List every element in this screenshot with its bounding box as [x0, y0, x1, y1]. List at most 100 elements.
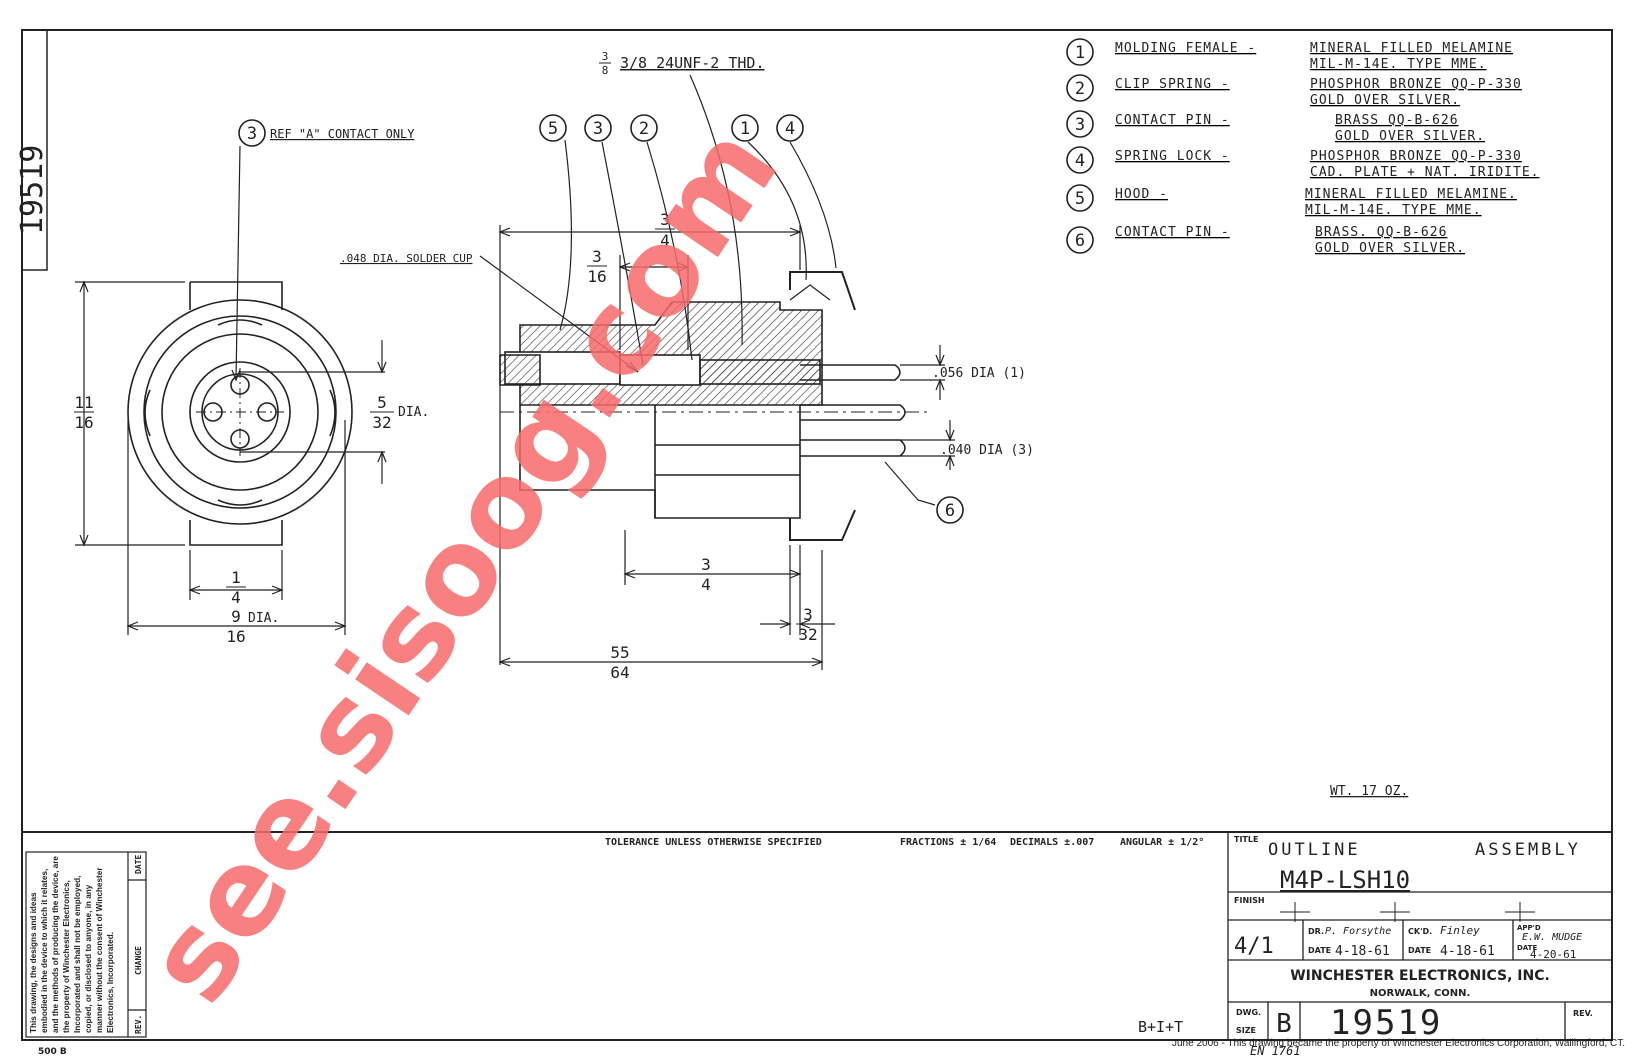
part-1-material: MINERAL FILLED MELAMINE	[1310, 41, 1513, 56]
part-4-material: PHOSPHOR BRONZE QQ-P-330	[1310, 149, 1522, 164]
tolerance-fractions: FRACTIONS ± 1/64	[900, 837, 996, 848]
balloon-6: 6	[945, 501, 955, 521]
part-2-name: CLIP SPRING -	[1115, 77, 1230, 92]
tolerance-decimals: DECIMALS ±.007	[1010, 837, 1094, 848]
rev-label-title: REV.	[1573, 1009, 1593, 1018]
tolerance-label: TOLERANCE UNLESS OTHERWISE SPECIFIED	[605, 837, 822, 848]
part-3-material: BRASS QQ-B-626	[1335, 113, 1459, 128]
revision-block	[25, 851, 147, 1038]
frac-9-16-den: 16	[226, 627, 245, 646]
part-4-spec: CAD. PLATE + NAT. IRIDITE.	[1310, 165, 1540, 180]
part-number: M4P-LSH10	[1280, 866, 1410, 894]
part-5-name: HOOD -	[1115, 187, 1168, 202]
part-1-spec: MIL-M-14E. TYPE MME.	[1310, 57, 1487, 72]
proprietary-notice: This drawing, the designs and ideas embo…	[29, 856, 115, 1033]
tolerance-angular: ANGULAR ± 1/2°	[1120, 837, 1204, 848]
size-label: SIZE	[1236, 1026, 1256, 1035]
frac-3-16-num: 3	[592, 247, 602, 266]
part-6-spec: GOLD OVER SILVER.	[1315, 241, 1465, 256]
balloon-labels: 3 5 3 2 1 4 6 1 2 3 4 5 6	[247, 43, 1085, 521]
title-line2: ASSEMBLY	[1475, 840, 1581, 860]
ckd-date: 4-18-61	[1440, 944, 1495, 959]
dia-040-callout: .040 DIA (3)	[940, 443, 1034, 458]
app-date-label: DATE	[1517, 944, 1537, 952]
ckd-name: Finley	[1440, 924, 1480, 937]
rev-change-label: CHANGE	[134, 946, 143, 975]
frac-3-8-num: 3	[602, 50, 609, 63]
frac-3-16-den: 16	[587, 267, 606, 286]
app-label: APP'D	[1517, 924, 1541, 932]
balloon-4: 4	[785, 119, 795, 139]
company-location: NORWALK, CONN.	[1370, 988, 1471, 999]
parts-list: MOLDING FEMALE - MINERAL FILLED MELAMINE…	[1115, 41, 1540, 256]
rev-rev-label: REV.	[134, 1015, 143, 1034]
revision-labels: DATE CHANGE REV.	[134, 855, 143, 1034]
balloon-2: 2	[639, 119, 649, 139]
parts-balloon-5: 5	[1075, 189, 1085, 209]
size-value: B	[1276, 1009, 1292, 1039]
part-5-spec: MIL-M-14E. TYPE MME.	[1305, 203, 1482, 218]
frac-3-4-bot-den: 4	[701, 575, 711, 594]
dia-9-16-suffix: DIA.	[248, 611, 279, 626]
balloon-3: 3	[593, 119, 603, 139]
balloons	[238, 38, 1094, 524]
dr-date: 4-18-61	[1335, 944, 1390, 959]
thread-callout: 3/8 24UNF-2 THD.	[620, 54, 765, 72]
tolerance-strip: TOLERANCE UNLESS OTHERWISE SPECIFIED FRA…	[605, 837, 1204, 848]
title-block-text: TITLE OUTLINE ASSEMBLY M4P-LSH10 FINISH …	[1138, 835, 1593, 1056]
frac-55-64-num: 55	[610, 643, 629, 662]
part-2-material: PHOSPHOR BRONZE QQ-P-330	[1310, 77, 1522, 92]
frac-3-32-den: 32	[798, 625, 817, 644]
dimension-fractions: 11 16 5 32 1 4 9 16 3 4 3 16 3 4 3 32 55…	[74, 50, 820, 682]
weight-note: WT. 17 OZ.	[1330, 784, 1408, 799]
rev-date-label: DATE	[134, 855, 143, 874]
parts-balloon-6: 6	[1075, 231, 1085, 251]
title-label: TITLE	[1234, 835, 1258, 844]
dwg-number: 19519	[1330, 1003, 1442, 1043]
title-line1: OUTLINE	[1268, 840, 1361, 860]
parts-balloon-1: 1	[1075, 43, 1085, 63]
frac-11-16-num: 11	[74, 393, 93, 412]
frac-3-8-den: 8	[602, 64, 609, 77]
callouts: REF "A" CONTACT ONLY 3/8 24UNF-2 THD. .0…	[248, 54, 1408, 799]
part-1-name: MOLDING FEMALE -	[1115, 41, 1256, 56]
section-view	[499, 271, 930, 541]
balloon-1: 1	[740, 119, 750, 139]
solder-cup-callout: .048 DIA. SOLDER CUP	[340, 252, 473, 265]
section-dimensions	[479, 74, 955, 670]
ref-a-callout: REF "A" CONTACT ONLY	[270, 127, 415, 141]
dr-date-label: DATE	[1308, 946, 1331, 955]
app-date: 4-20-61	[1530, 948, 1576, 961]
ckd-label: CK'D.	[1408, 927, 1432, 936]
front-view-dimensions	[75, 145, 387, 635]
frac-1-4-den: 4	[231, 588, 241, 607]
part-3-name: CONTACT PIN -	[1115, 113, 1230, 128]
side-number: 19519	[15, 145, 50, 235]
title-block-grid	[1227, 831, 1613, 1041]
part-3-spec: GOLD OVER SILVER.	[1335, 129, 1485, 144]
ecn-mark: EN 1761	[1250, 1044, 1301, 1056]
sheet-stamp: 500 B	[38, 1047, 67, 1056]
parts-balloon-3: 3	[1075, 115, 1085, 135]
company-name: WINCHESTER ELECTRONICS, INC.	[1290, 968, 1550, 984]
finish-label: FINISH	[1234, 896, 1265, 905]
frac-3-4-bot-num: 3	[701, 555, 711, 574]
frac-11-16-den: 16	[74, 413, 93, 432]
frac-5-32-num: 5	[377, 393, 387, 412]
part-5-material: MINERAL FILLED MELAMINE.	[1305, 187, 1517, 202]
part-6-name: CONTACT PIN -	[1115, 225, 1230, 240]
front-view	[127, 281, 353, 546]
dwg-label: DWG.	[1236, 1008, 1261, 1017]
dr-name: P. Forsythe	[1325, 926, 1391, 937]
frac-9-16-num: 9	[231, 607, 241, 626]
frac-3-4-top-den: 4	[660, 231, 670, 250]
app-name: E.W. MUDGE	[1522, 932, 1582, 943]
frac-3-4-top-num: 3	[660, 210, 670, 229]
part-6-material: BRASS. QQ-B-626	[1315, 225, 1447, 240]
parts-balloon-4: 4	[1075, 151, 1085, 171]
part-2-spec: GOLD OVER SILVER.	[1310, 93, 1460, 108]
frac-3-32-num: 3	[803, 605, 813, 624]
scale: 4/1	[1234, 934, 1274, 959]
proprietary-notice-box: This drawing, the designs and ideas embo…	[29, 856, 115, 1033]
